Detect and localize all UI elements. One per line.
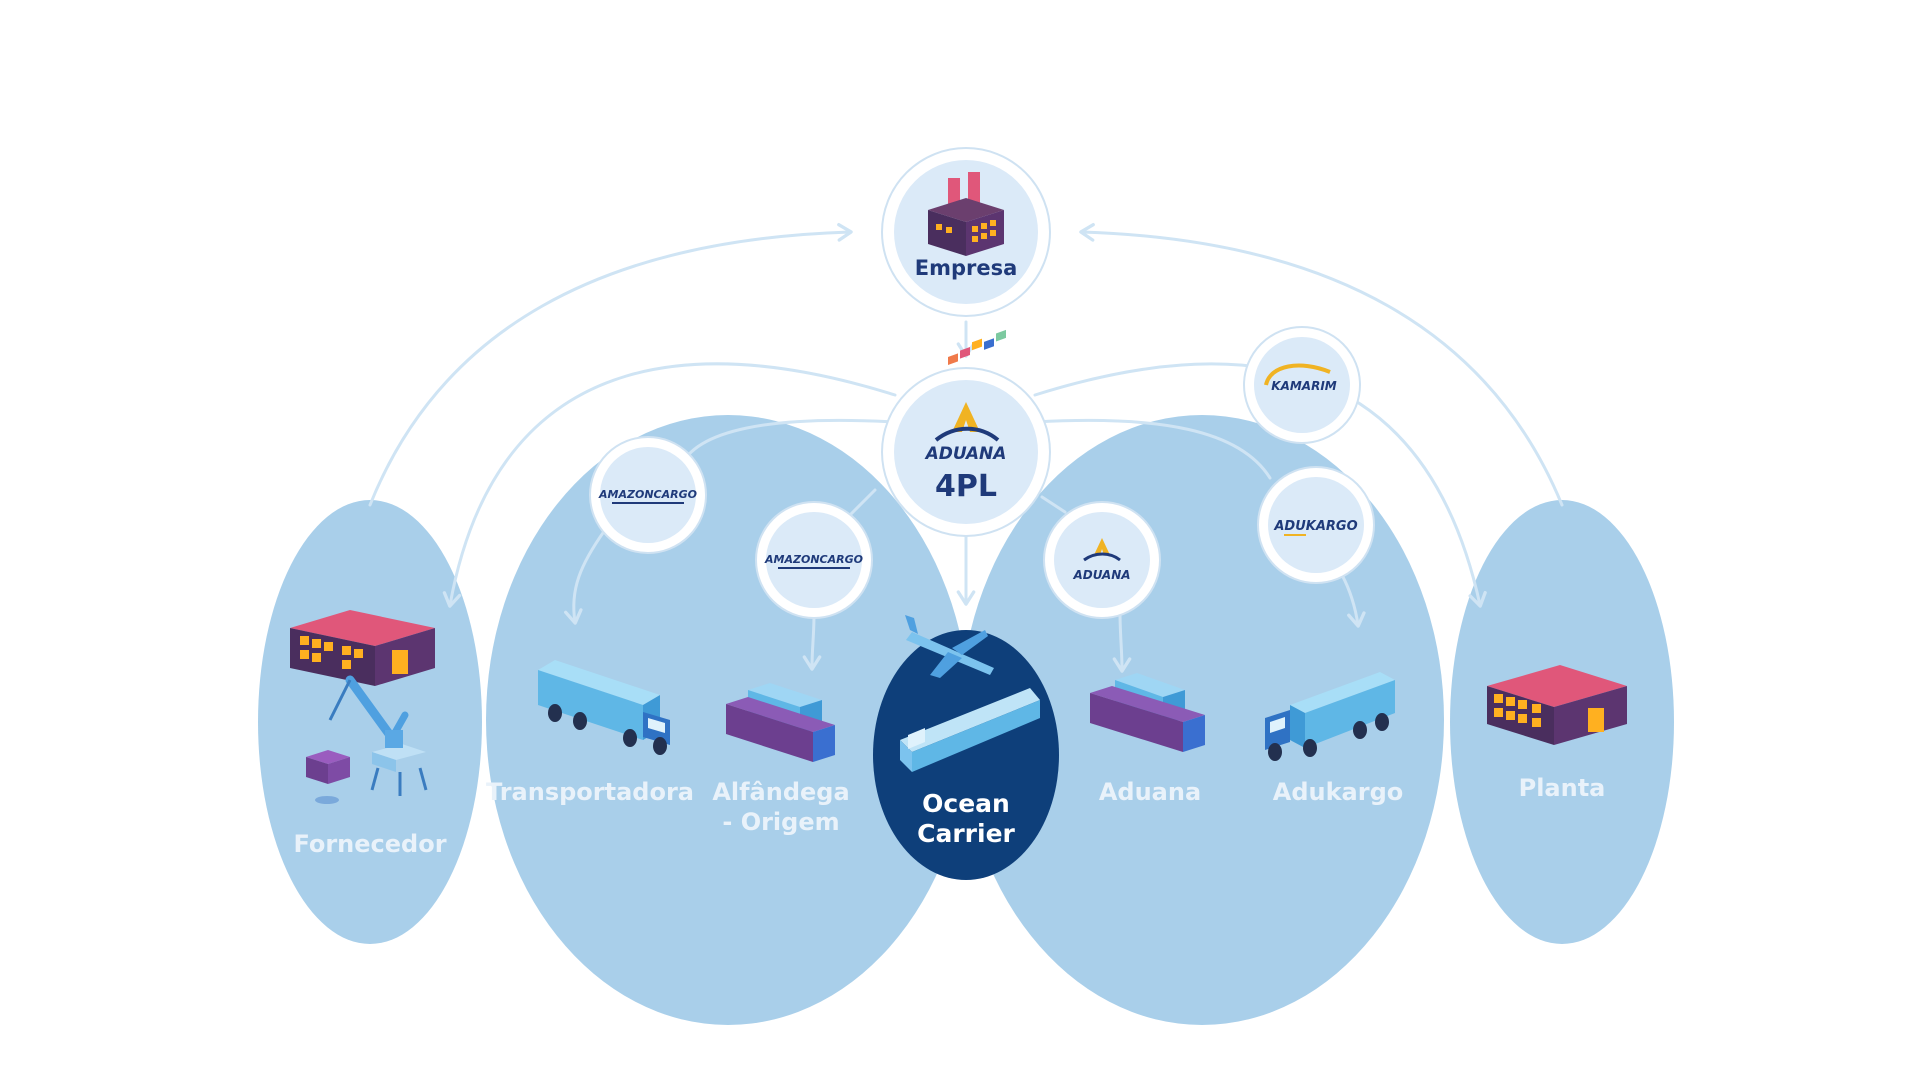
node-amazoncargo-1[interactable]: AMAZONCARGO [589, 436, 707, 554]
label-alfandega-line2: - Origem [722, 808, 839, 836]
arrow-4pl-to-fornecedor [442, 362, 897, 608]
arrow-amazon1-to-truck [564, 528, 607, 625]
label-ocean-line2: Carrier [917, 819, 1015, 848]
node-empresa-label: Empresa [915, 256, 1018, 280]
arrow-4pl-to-aduana [848, 488, 877, 517]
node-empresa[interactable]: Empresa [881, 147, 1051, 317]
adukargo-accent-icon [1284, 534, 1306, 536]
arrow-adukargo-to-truck [1340, 573, 1366, 628]
airplane-icon [905, 615, 994, 678]
amazoncargo-logo-1: AMAZONCARGO [598, 488, 697, 501]
node-adukargo-partner[interactable]: ADUKARGO [1257, 466, 1375, 584]
label-aduana: Aduana [1099, 778, 1201, 806]
arrow-aduana-to-containers [1112, 610, 1132, 673]
node-amazoncargo-2[interactable]: AMAZONCARGO [755, 501, 873, 619]
logo-underline [778, 567, 850, 569]
plant-building-icon [1487, 665, 1627, 745]
label-planta: Planta [1519, 774, 1606, 802]
node-aduana-partner[interactable]: ADUANA [1043, 501, 1161, 619]
truck-destination-icon [1265, 672, 1395, 761]
kamarim-logo: KAMARIM [1271, 379, 1337, 393]
truck-icon [538, 660, 670, 755]
arrow-4pl-to-adukargo [1033, 418, 1272, 480]
arrow-4pl-to-aduana-node [1040, 495, 1067, 514]
hub-label: 4PL [935, 469, 997, 504]
arrow-planta-to-empresa [1079, 223, 1564, 507]
hub-brand: ADUANA [924, 444, 1007, 464]
arrow-amazon2-to-containers [802, 613, 822, 671]
node-kamarim[interactable]: KAMARIM [1243, 326, 1361, 444]
label-adukargo: Adukargo [1273, 778, 1404, 806]
aduana-small-logo-icon [1083, 538, 1121, 562]
crane-icon [328, 675, 428, 796]
containers-destination-icon [1090, 673, 1205, 752]
factory-icon [928, 172, 1004, 256]
containers-origin-icon [726, 683, 835, 762]
node-aduana-4pl[interactable]: ADUANA 4PL [881, 367, 1051, 537]
label-ocean-line1: Ocean [922, 789, 1010, 818]
aduana-partner-logo: ADUANA [1072, 568, 1130, 582]
label-transportadora: Transportadora [486, 778, 694, 806]
label-fornecedor: Fornecedor [293, 830, 446, 858]
ship-icon [900, 329, 1040, 772]
zone-ocean-carrier [873, 630, 1059, 880]
amazoncargo-logo-2: AMAZONCARGO [764, 553, 863, 566]
aduana-logo-icon [934, 402, 1000, 442]
kamarim-swoosh-icon [1264, 363, 1331, 386]
logo-underline [612, 502, 684, 504]
warehouse-icon [290, 610, 435, 686]
zone-fornecedor [258, 500, 482, 944]
adukargo-logo: ADUKARGO [1273, 519, 1357, 534]
arrow-fornecedor-to-empresa [368, 223, 853, 507]
crate-icon [306, 750, 350, 804]
label-alfandega-line1: Alfândega [712, 778, 849, 806]
